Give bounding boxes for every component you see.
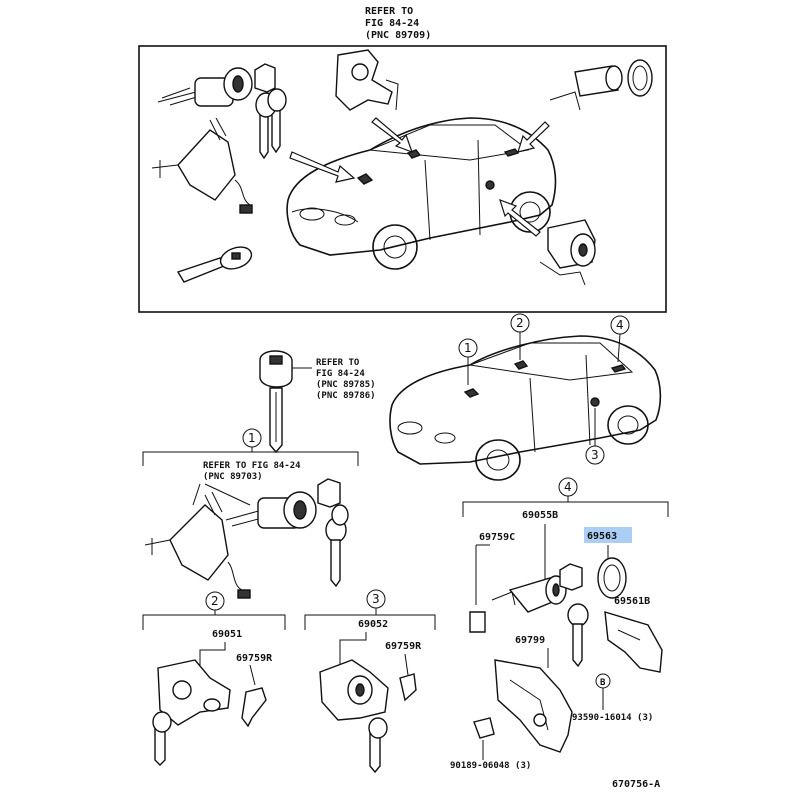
top-refer-line2: FIG 84-24	[365, 18, 419, 29]
label-69563: 69563	[587, 531, 617, 542]
highlight-69563	[584, 527, 632, 543]
top-refer-line1: REFER TO	[365, 6, 413, 17]
group1-refer-line2: (PNC 89703)	[203, 472, 263, 482]
bracket-69799	[494, 659, 573, 753]
group-1: 1 REFER TO FIG 84-24 (PNC 89703)	[142, 428, 359, 599]
key-refer-line2: FIG 84-24	[316, 369, 365, 379]
callout-b: B	[600, 678, 606, 688]
door-cylinder-top	[539, 219, 596, 286]
key-refer-line3: (PNC 89785)	[316, 380, 376, 390]
car-illustration-mid	[389, 335, 662, 481]
spare-key-top	[176, 246, 253, 283]
callout-4-group: 4	[564, 480, 572, 494]
mid-callouts: 1 2 4 3	[458, 313, 630, 465]
label-69561b: 69561B	[614, 596, 650, 607]
group-2: 2 69051 69759R	[142, 591, 286, 766]
label-69759r-b: 69759R	[385, 641, 422, 652]
clip-90189	[473, 717, 495, 739]
ring-69563	[597, 557, 627, 599]
ignition-lock-top	[157, 63, 287, 160]
car-illustration-top	[286, 117, 557, 270]
back-door-lock-top	[549, 59, 653, 111]
key-refer-line4: (PNC 89786)	[316, 391, 376, 401]
ignition-bracket-group1	[144, 491, 251, 599]
top-reference-group: REFER TO FIG 84-24 (PNC 89709)	[138, 6, 667, 313]
key-reference-group: REFER TO FIG 84-24 (PNC 89785) (PNC 8978…	[259, 350, 376, 454]
callout-2-group: 2	[211, 594, 219, 608]
label-69759r-a: 69759R	[236, 653, 273, 664]
key-refer-line1: REFER TO	[316, 358, 360, 368]
group1-refer-line1: REFER TO FIG 84-24	[203, 461, 301, 471]
callout-3-group: 3	[372, 592, 380, 606]
label-93590: 93590-16014 (3)	[572, 713, 653, 723]
ignition-bracket-top	[151, 117, 253, 214]
figure-id: 670756-A	[612, 779, 660, 790]
top-reference-box	[138, 45, 667, 313]
group-3: 3 69052 69759R	[304, 589, 436, 774]
group-4: 4 69055B 69759C 69563 69561B 69799 B 935…	[450, 477, 669, 771]
label-69759c: 69759C	[479, 532, 515, 543]
label-69799: 69799	[515, 635, 545, 646]
back-door-cylinder-group4	[469, 563, 589, 668]
cover-69561b	[604, 611, 663, 673]
label-69051: 69051	[212, 629, 242, 640]
top-refer-line3: (PNC 89709)	[365, 30, 431, 41]
callout-2-mid: 2	[516, 316, 524, 330]
door-lock-top	[335, 49, 399, 111]
callout-3-mid: 3	[591, 448, 599, 462]
ignition-lock-group1	[225, 478, 349, 588]
door-lock-group3	[319, 659, 417, 774]
label-90189: 90189-06048 (3)	[450, 761, 531, 771]
callout-1-mid: 1	[464, 341, 472, 355]
callout-4-mid: 4	[616, 318, 624, 332]
label-69055b: 69055B	[522, 510, 558, 521]
label-69052: 69052	[358, 619, 388, 630]
door-lock-group2	[152, 659, 267, 766]
callout-1-group: 1	[248, 431, 256, 445]
key-illustration	[259, 350, 293, 454]
